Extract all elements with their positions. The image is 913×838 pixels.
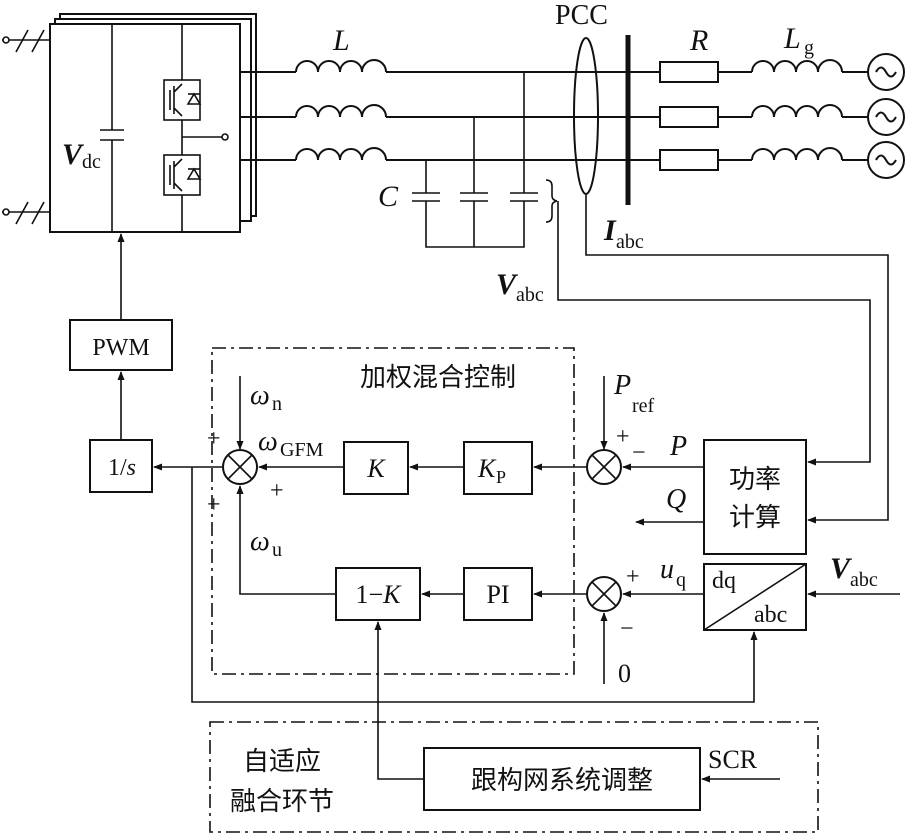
sum3-plus: + — [626, 564, 640, 590]
inductors-L — [295, 59, 387, 161]
svg-text:n: n — [272, 393, 282, 415]
inductor-l-label: L — [332, 24, 350, 57]
svg-text:q: q — [676, 569, 686, 591]
power-summing-junction — [586, 449, 622, 485]
sum1-plus-top: + — [207, 426, 221, 452]
pi-controller-block — [463, 567, 533, 621]
omega-gfm-label: ω GFM — [258, 426, 324, 461]
inverter-bridge — [2, 13, 257, 233]
adaptive-label-line2: 融合环节 — [230, 787, 334, 817]
power-calculation-block — [703, 439, 807, 555]
weighted-mix-control-label: 加权混合控制 — [360, 363, 516, 393]
svg-text:abc: abc — [616, 231, 644, 253]
svg-text:V: V — [496, 268, 519, 301]
vabc-feedback-wire — [557, 201, 871, 466]
sum1-plus-bottom: + — [207, 492, 221, 518]
adaptive-fusion-region — [209, 721, 819, 833]
grid-voltage-sources — [867, 53, 905, 179]
svg-text:dc: dc — [82, 151, 101, 173]
omega-summing-junction — [222, 449, 258, 485]
abc-label: abc — [754, 602, 787, 628]
svg-text:u: u — [272, 539, 282, 561]
tracking-adjust-label: 跟构网系统调整 — [471, 766, 653, 796]
ac-three-phase-lines — [240, 71, 868, 161]
adaptive-label-line1: 自适应 — [243, 747, 321, 777]
pwm-label: PWM — [92, 335, 149, 361]
capacitor-c-label: C — [378, 180, 399, 213]
adjust-to-one-minus-k-wire — [374, 621, 424, 780]
vabc-input-label: V abc — [830, 552, 878, 591]
svg-text:P: P — [496, 467, 506, 487]
svg-text:g: g — [804, 37, 814, 59]
k-gain-block — [343, 441, 409, 495]
svg-text:I: I — [603, 214, 617, 247]
svg-text:GFM: GFM — [280, 439, 324, 461]
weighted-mix-control-region — [211, 347, 575, 675]
grid-inductor-label: L g — [783, 22, 814, 59]
k-gain-label: K — [366, 454, 386, 483]
omega-n-label: ω n — [250, 380, 282, 415]
grid-resistors — [659, 61, 719, 171]
svg-text:ω: ω — [258, 426, 278, 457]
iabc-feedback-wire — [585, 194, 889, 524]
svg-text:P: P — [613, 370, 631, 401]
svg-text:ref: ref — [632, 395, 655, 417]
svg-text:V: V — [830, 552, 853, 585]
one-minus-k-block — [335, 567, 421, 621]
p-signal-label: P — [669, 431, 687, 462]
filter-capacitors — [412, 72, 558, 248]
pcc-measurement — [573, 35, 631, 205]
integrator-label: 1/s — [108, 455, 136, 481]
power-calc-label-line2: 计算 — [729, 503, 781, 533]
dq-label: dq — [712, 568, 736, 594]
integrator-block — [89, 439, 153, 493]
iabc-label: I abc — [603, 214, 644, 253]
svg-text:K: K — [477, 454, 497, 483]
svg-text:ω: ω — [250, 380, 270, 411]
uq-label: u q — [660, 554, 686, 591]
pref-label: P ref — [613, 370, 655, 417]
pi-controller-label: PI — [486, 580, 509, 609]
vabc-label: V abc — [496, 268, 544, 306]
svg-text:abc: abc — [850, 569, 878, 591]
svg-text:ω: ω — [250, 526, 270, 557]
grid-inductors — [751, 59, 843, 161]
vdc-label: V dc — [62, 138, 101, 173]
uq-summing-junction — [586, 576, 622, 612]
svg-text:u: u — [660, 554, 674, 585]
theta-feedback-wire — [191, 467, 758, 703]
pcc-label: PCC — [555, 0, 608, 31]
one-minus-k-to-sum-wire — [236, 485, 336, 595]
zero-ref-label: 0 — [618, 659, 631, 688]
one-minus-k-label: 1−K — [355, 580, 402, 609]
scr-label: SCR — [708, 745, 758, 774]
sum2-plus: + — [616, 424, 630, 450]
omega-u-label: ω u — [250, 526, 282, 561]
tracking-adjust-block — [423, 747, 701, 811]
resistor-r-label: R — [689, 24, 708, 57]
q-signal-label: Q — [666, 484, 686, 515]
svg-text:L: L — [783, 22, 801, 55]
power-calc-label-line1: 功率 — [729, 465, 781, 495]
kp-gain-label: K P — [477, 454, 506, 487]
sum1-plus-right: + — [270, 478, 284, 504]
svg-text:V: V — [62, 138, 85, 171]
kp-gain-block — [463, 441, 533, 495]
sum2-minus: − — [632, 440, 646, 466]
svg-text:abc: abc — [516, 284, 544, 306]
pwm-block — [69, 319, 173, 371]
sum3-minus: − — [620, 616, 634, 642]
